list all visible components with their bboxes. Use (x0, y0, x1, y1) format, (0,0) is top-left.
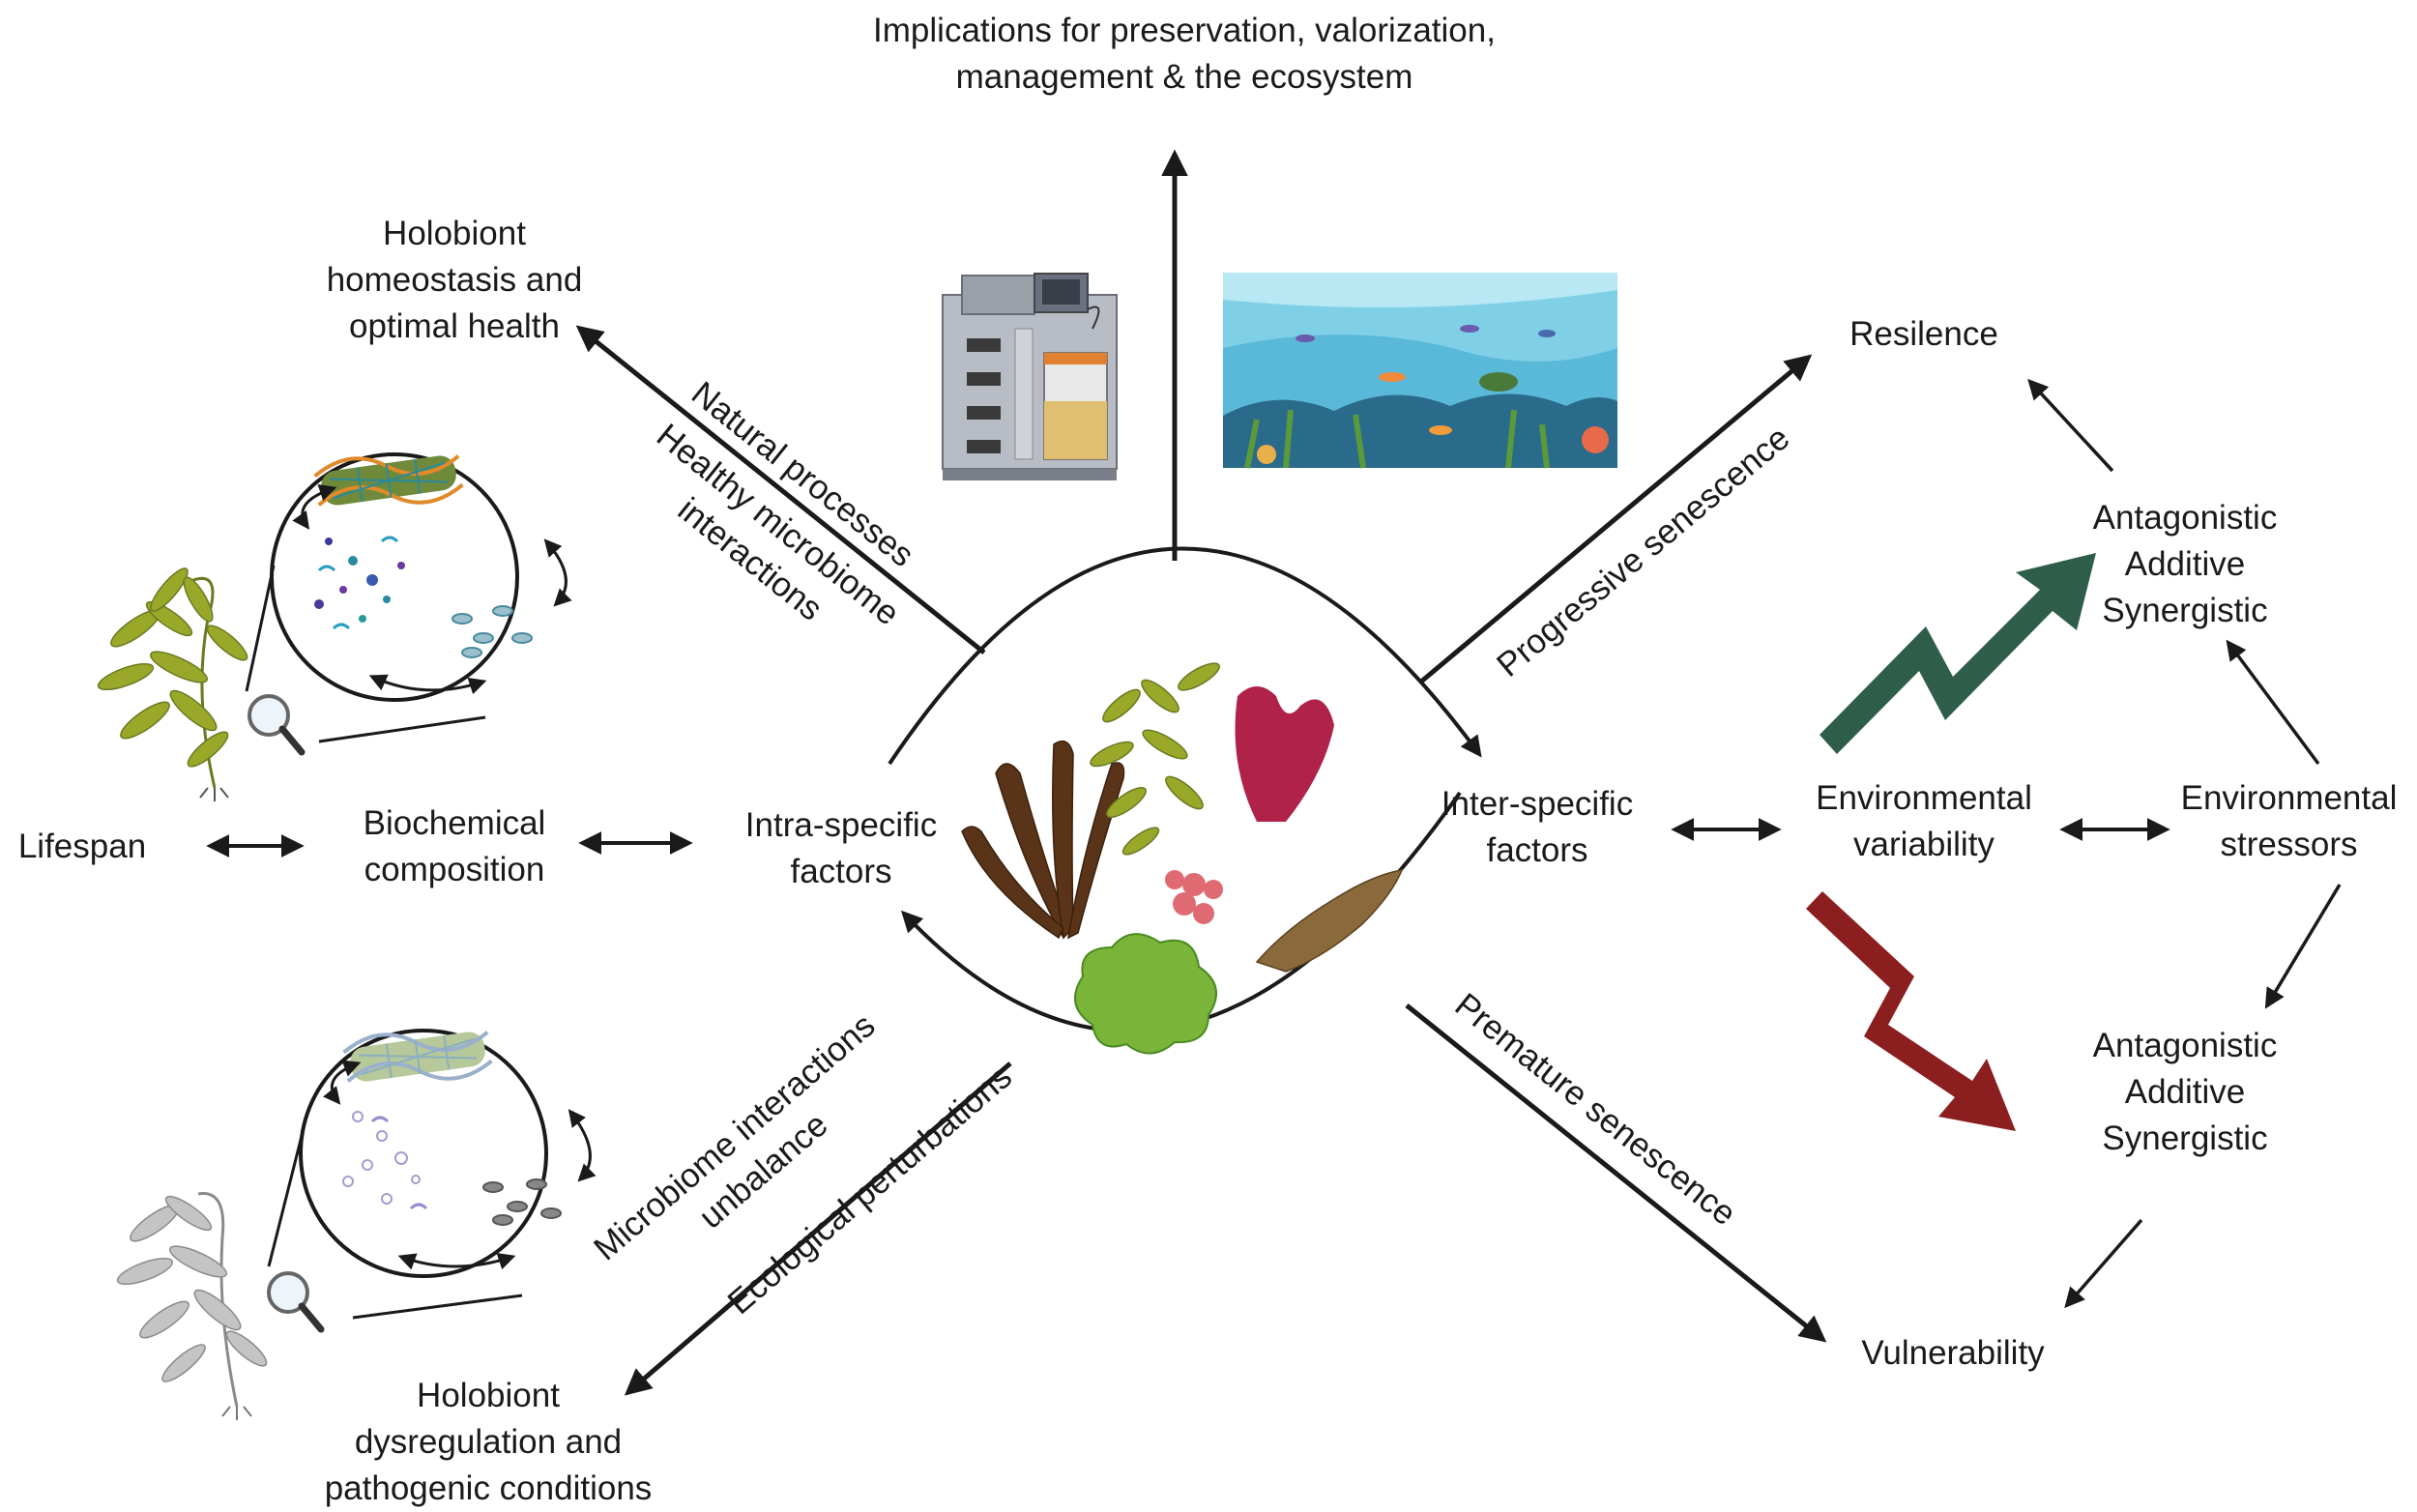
interaction-upper-line-1: Antagonistic (2092, 499, 2278, 537)
dysregulated-outcome-line-3: pathogenic conditions (324, 1469, 653, 1507)
resilence-arrow (1419, 354, 1813, 683)
env-variability-line-2: variability (1853, 826, 1995, 863)
bioreactor-icon (942, 273, 1118, 480)
healthy-outcome-line-2: homeostasis and (326, 261, 583, 299)
inter-specific-line-2: factors (1486, 831, 1588, 869)
implications-line-2: management & the ecosystem (955, 58, 1413, 96)
interaction-upper-line-2: Additive (2124, 545, 2246, 583)
healthy-arrow (575, 325, 986, 654)
red-seaweed-icon (1235, 686, 1334, 822)
interaction-lower-line-3: Synergistic (2102, 1119, 2268, 1157)
implications-line-1: Implications for preservation, valorizat… (873, 12, 1496, 49)
healthy-microbiome-circle-icon (270, 452, 572, 702)
dysregulated-outcome-line-1: Holobiont (417, 1377, 560, 1414)
intra-specific-line-2: factors (790, 853, 892, 890)
biochemical-line-2: composition (364, 851, 545, 888)
resilence-label: Resilence (1849, 315, 1998, 353)
env-variability-line-1: Environmental (1816, 779, 2032, 817)
lifespan-label: Lifespan (17, 828, 147, 865)
ocean-scene-icon (1223, 273, 1617, 469)
env-stressors-line-1: Environmental (2180, 779, 2398, 817)
intra-specific-label: Intra-specific factors (706, 802, 976, 895)
lower-interaction-to-vulnerability-arrow (2064, 1218, 2143, 1309)
zoom-line-upper-2 (318, 715, 486, 743)
brown-seaweed-icon (961, 740, 1125, 940)
vulnerability-label: Vulnerability (1861, 1334, 2045, 1372)
interaction-types-upper: Antagonistic Additive Synergistic (2050, 495, 2320, 634)
center-lens-upper-arc (888, 546, 1482, 766)
upper-interaction-to-resilence-arrow (2027, 378, 2114, 473)
sea-lettuce-icon (1074, 933, 1217, 1055)
zoom-line-upper-1 (245, 565, 276, 692)
inter-specific-label: Inter-specific factors (1402, 781, 1673, 874)
degraded-kelp-icon (116, 1192, 268, 1420)
biochemical-line-1: Biochemical (363, 804, 546, 842)
stressor-to-lower-interaction-arrow (2264, 884, 2342, 1009)
zoom-line-lower-2 (352, 1294, 523, 1320)
inter-specific-line-1: Inter-specific (1441, 785, 1634, 823)
magnifier-icon (248, 694, 306, 756)
dysregulated-microbiome-circle-icon (299, 1029, 597, 1278)
magnifier-icon (267, 1271, 325, 1333)
seaweed-cluster-icon (961, 662, 1404, 1055)
dysregulation-arrow (624, 1061, 1012, 1396)
increase-trend-arrow (1820, 553, 2096, 754)
dysregulated-outcome-label: Holobiont dysregulation and pathogenic c… (309, 1373, 667, 1512)
environmental-variability-label: Environmental variability (1779, 775, 2069, 868)
healthy-outcome-label: Holobiont homeostasis and optimal health (290, 211, 619, 350)
healthy-kelp-icon (97, 567, 248, 801)
dysregulated-outcome-line-2: dysregulation and (354, 1423, 623, 1461)
environmental-stressors-label: Environmental stressors (2166, 775, 2412, 868)
interaction-lower-line-1: Antagonistic (2092, 1027, 2278, 1064)
stressor-to-upper-interaction-arrow (2226, 639, 2320, 766)
healthy-outcome-line-3: optimal health (349, 307, 560, 345)
feather-alga-icon (1255, 869, 1404, 973)
env-stressors-line-2: stressors (2220, 826, 2358, 863)
interaction-types-lower: Antagonistic Additive Synergistic (2050, 1023, 2320, 1162)
vulnerability-arrow (1405, 1003, 1827, 1343)
intra-specific-line-1: Intra-specific (744, 806, 938, 844)
zoom-line-lower-1 (267, 1135, 304, 1267)
decrease-trend-arrow (1806, 891, 2016, 1131)
kelp-icon (1090, 662, 1220, 856)
interaction-lower-line-2: Additive (2124, 1073, 2246, 1111)
implications-title: Implications for preservation, valorizat… (764, 8, 1605, 101)
healthy-outcome-line-1: Holobiont (383, 215, 526, 252)
biochemical-composition-label: Biochemical composition (319, 800, 590, 893)
interaction-upper-line-3: Synergistic (2102, 592, 2268, 629)
coral-icon (1165, 870, 1223, 924)
